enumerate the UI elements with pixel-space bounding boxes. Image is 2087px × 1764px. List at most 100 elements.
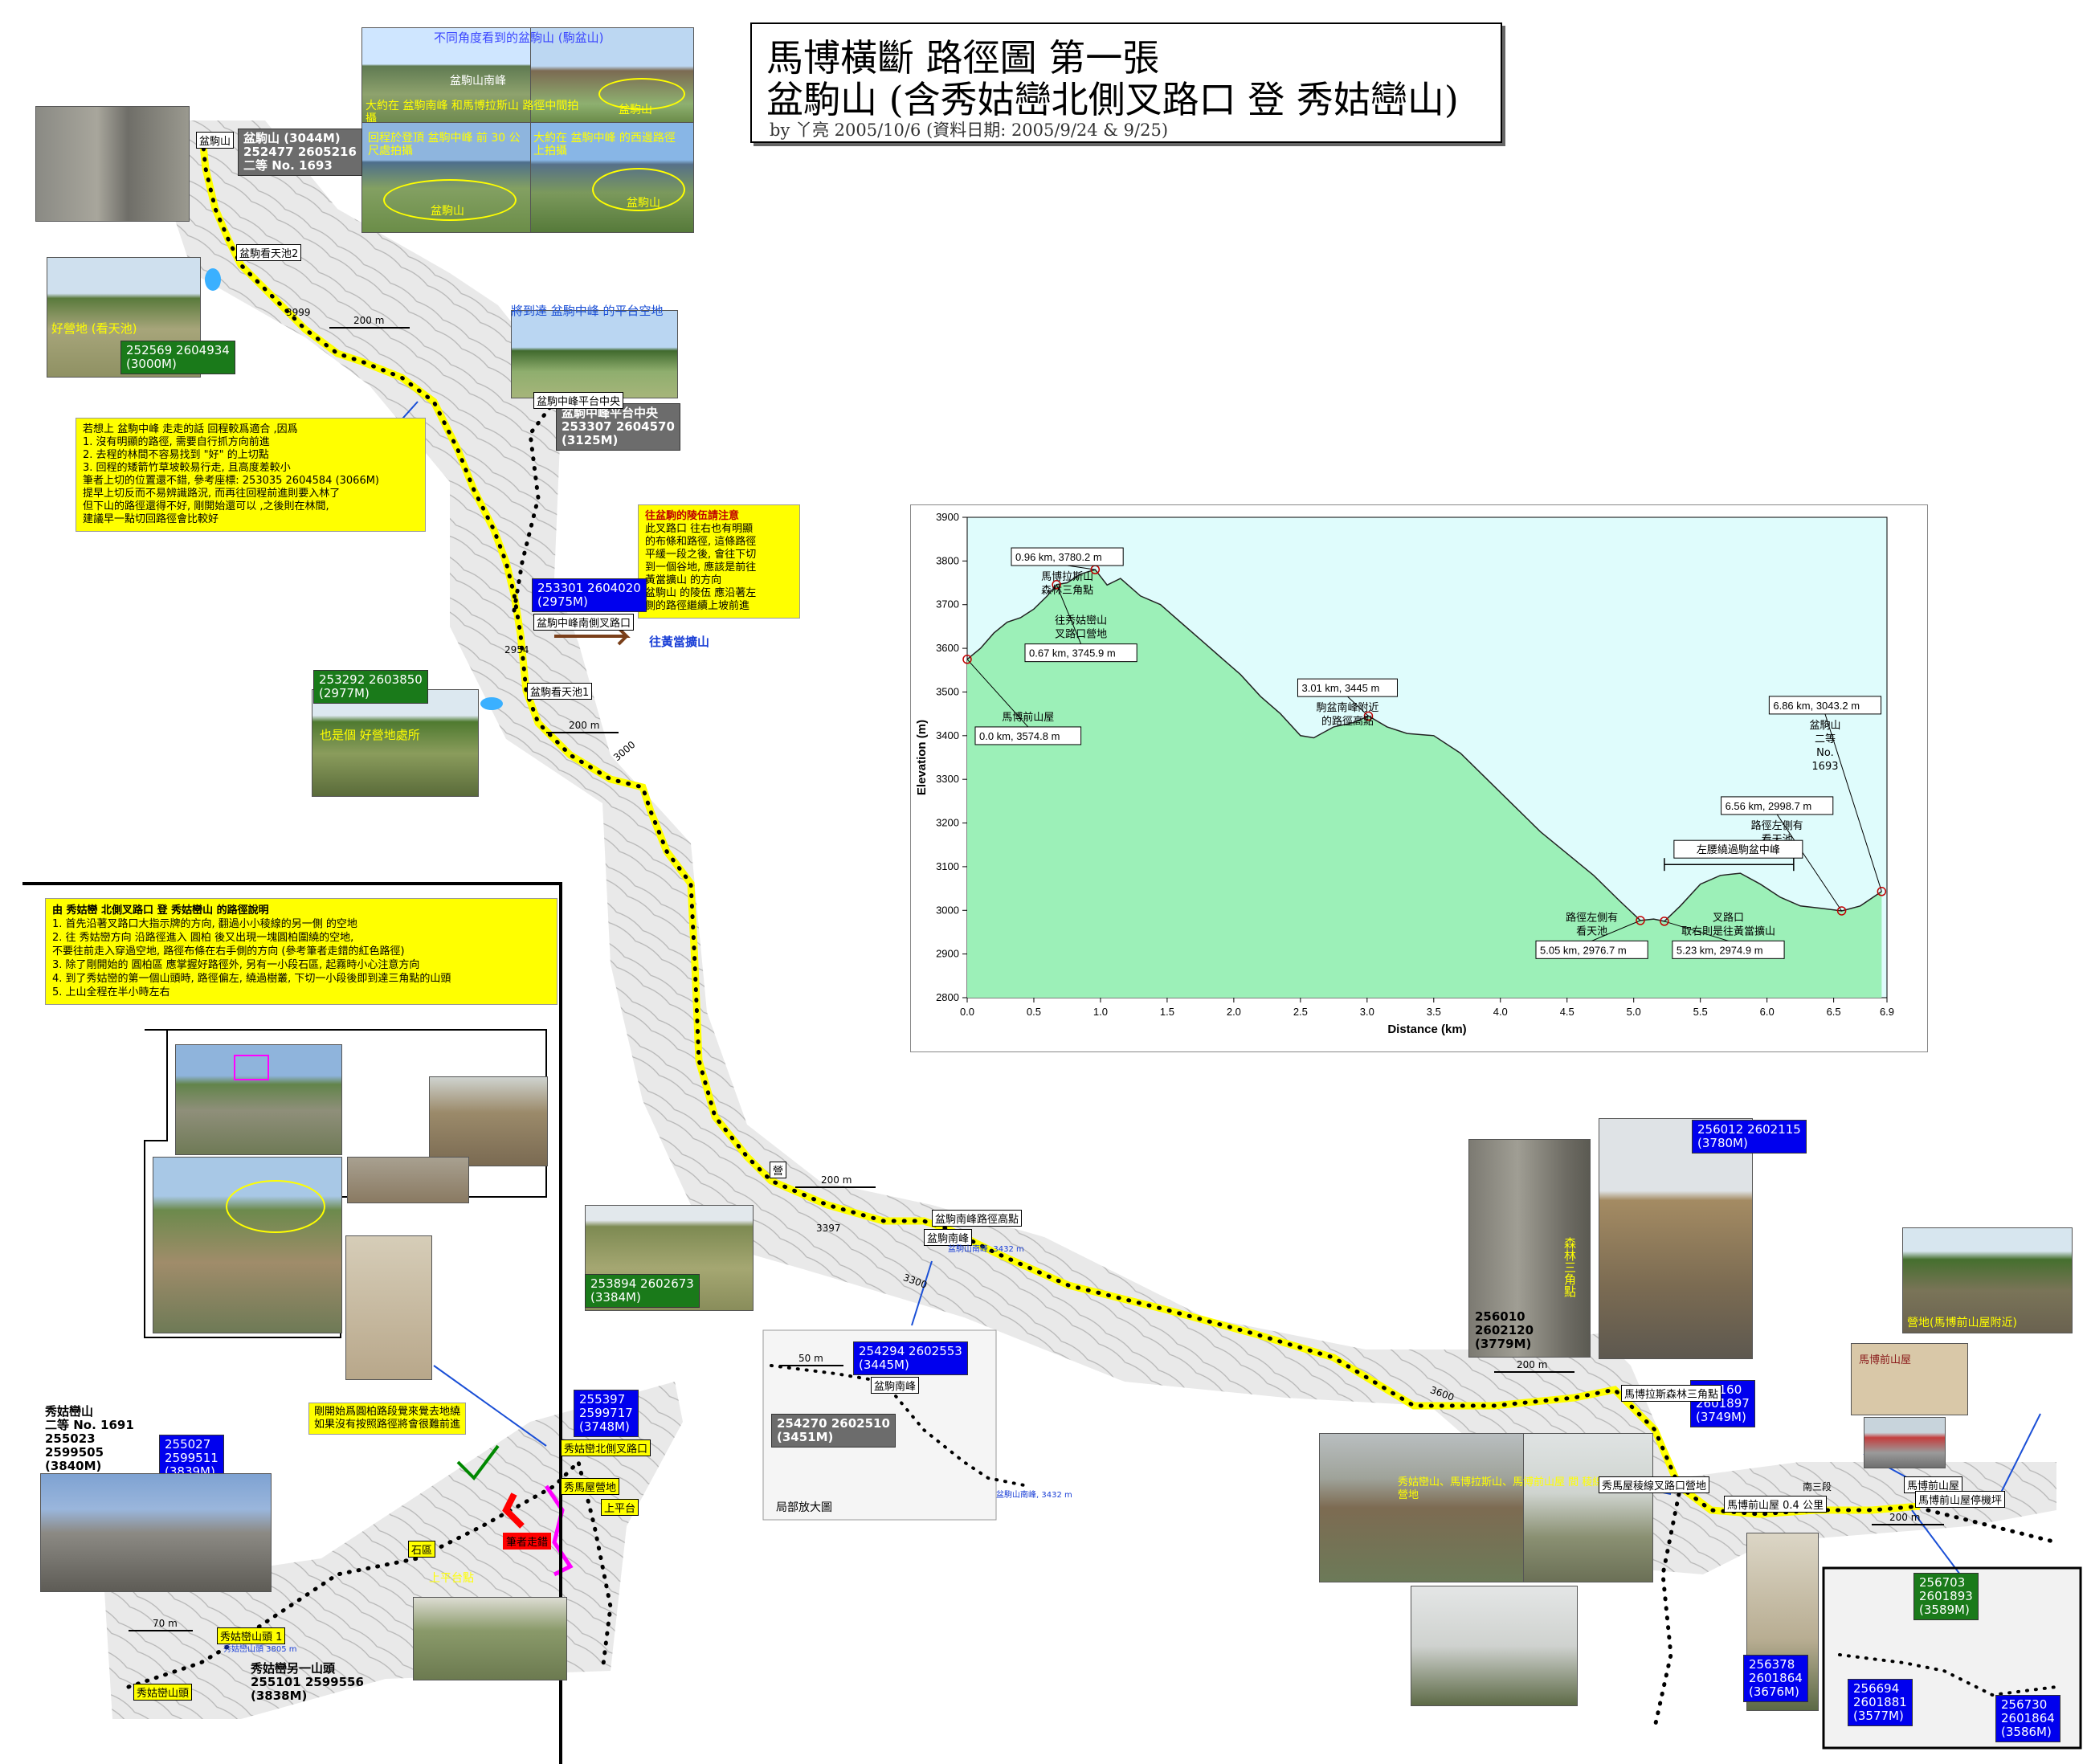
y-tick-label: 3000 (936, 904, 959, 916)
y-tick-label: 2900 (936, 948, 959, 960)
huangdang-arrow (554, 627, 631, 646)
annotation-marker (1052, 580, 1061, 590)
label-h3397: 3397 (816, 1223, 841, 1234)
camp-caption-3: 營地(馬博前山屋附近) (1907, 1317, 2017, 1329)
photo-label-pj-2: 盆駒山 (431, 205, 464, 218)
y-tick-label: 3600 (936, 642, 959, 654)
photo-triangle-stone (1468, 1139, 1591, 1358)
y-tick-label: 3700 (936, 598, 959, 610)
photo-cabin-sign (1851, 1343, 1968, 1415)
label-xg-north-fork: 秀姑巒北側叉路口 (561, 1439, 651, 1456)
label-h3999: 3999 (286, 307, 311, 318)
label-south-zoom: 盆駒南峰 (871, 1377, 920, 1394)
annotation-leader (1056, 584, 1082, 644)
label-fork-xg: 秀馬屋稜線叉路口營地 (1599, 1476, 1710, 1493)
label-nan-san: 南三段 (1803, 1481, 1832, 1492)
elevation-area (967, 570, 1882, 998)
label-xg-triangle: 秀姑巒山頭 (133, 1684, 193, 1701)
coord-south-peak: 254294 2602553(3445M) (853, 1341, 968, 1375)
photo-benchmark (35, 106, 190, 222)
platform-caption: 將到達 盆駒中峰 的平台空地 (511, 304, 664, 318)
photo-label-pj-3: 盆駒山 (627, 197, 660, 210)
pointer-line-5 (1911, 1509, 1961, 1575)
photo-camp-2 (312, 689, 479, 797)
y-tick-label: 3500 (936, 685, 959, 697)
x-tick-label: 6.0 (1760, 1006, 1775, 1018)
camp-caption-1: 好營地 (看天池) (51, 321, 137, 336)
annotation-note: 取右則是往黃當擴山 (1681, 925, 1775, 937)
annotation-note: 馬博拉斯山 (1041, 571, 1093, 583)
annotation-leader (1347, 696, 1369, 717)
annotation-leader (1067, 565, 1096, 570)
annotation-label: 3.01 km, 3445 m (1301, 682, 1379, 694)
highlight-ellipse (226, 1180, 325, 1233)
x-tick-label: 1.0 (1093, 1006, 1108, 1018)
annotation-note: 森林三角點 (1041, 585, 1093, 597)
label-xg-head-1: 秀姑巒山頭 1 (217, 1627, 286, 1644)
page-title: 馬博橫斷 路徑圖 第一張 (766, 36, 1160, 80)
y-tick-label: 3400 (936, 729, 959, 741)
y-axis-label: Elevation (m) (915, 720, 929, 795)
side-path-3 (1926, 1508, 2059, 1545)
x-tick-label: 2.0 (1227, 1006, 1241, 1018)
photo-xg-sign-3 (345, 1235, 432, 1380)
label-south-peak: 盆駒南峰 (924, 1229, 973, 1246)
annotation-label: 6.86 km, 3043.2 m (1773, 700, 1860, 712)
annotation-label: 0.67 km, 3745.9 m (1029, 647, 1116, 659)
map-corridor (161, 120, 2056, 1574)
annotation-box (1721, 796, 1834, 815)
label-cabin-04: 馬博前山屋 0.4 公里 (1724, 1496, 1827, 1513)
annotation-box (1535, 940, 1648, 959)
photo-mbl-sign (1599, 1118, 1753, 1359)
label-kantianchi-1: 盆駒看天池1 (527, 683, 593, 700)
label-kantianchi: 盆駒看天池2 (236, 244, 302, 261)
annotation-leader (966, 659, 1029, 728)
photo-xg-summit (40, 1473, 272, 1592)
highlight-box (234, 1055, 269, 1080)
annotation-marker (962, 655, 972, 664)
x-tick-label: 2.5 (1293, 1006, 1308, 1018)
annotation-note: 馬博前山屋 (1002, 711, 1054, 724)
label-mid-platform: 盆駒中峰平台中央 (533, 392, 624, 409)
label-fork: 盆駒中峰南側叉路口 (533, 614, 635, 631)
annotation-label: 5.23 km, 2974.9 m (1677, 944, 1763, 956)
x-tick-label: 0.0 (960, 1006, 974, 1018)
x-tick-label: 6.9 (1880, 1006, 1894, 1018)
gps-track (198, 137, 1921, 1518)
photo-xg-top (175, 1044, 342, 1155)
y-tick-label: 3900 (936, 511, 959, 523)
title-box: 馬博橫斷 路徑圖 第一張 盆駒山 (含秀姑巒北側叉路口 登 秀姑巒山) by 丫… (750, 22, 1502, 143)
photo-cabin (1864, 1417, 1946, 1468)
photo-xg-post (1411, 1586, 1578, 1706)
label-pj-summit: 盆駒山 (196, 132, 235, 149)
y-tick-label: 3200 (936, 817, 959, 829)
label-h3432: 盆駒山南峰, 3432 m (948, 1245, 1024, 1254)
annotation-box (1024, 643, 1137, 663)
x-tick-label: 0.5 (1027, 1006, 1041, 1018)
annotation-marker (1877, 887, 1887, 896)
x-tick-label: 5.5 (1693, 1006, 1708, 1018)
detour-label: 左腰繞過駒盆中峰 (1697, 844, 1780, 856)
label-south-high: 盆駒南峰路徑高點 (932, 1210, 1023, 1227)
label-h2954: 2954 (504, 644, 529, 655)
annotation-marker (1636, 916, 1645, 925)
annotation-leader (1591, 920, 1641, 941)
side-path-2 (1652, 1492, 1681, 1729)
annotation-note: 二等 (1815, 733, 1836, 745)
annotation-note: No. (1816, 747, 1834, 759)
photo-xg-sign-1 (429, 1076, 548, 1166)
note-xg-warn: 剛開始爲圓柏路段覺來覺去地繞如果沒有按照路徑將會很難前進 (308, 1403, 467, 1435)
label-south-zoom-h: 盆駒山南峰, 3432 m (996, 1491, 1072, 1500)
pointer-line-2 (911, 1260, 933, 1326)
coord-south-low: 253894 2602673(3384M) (585, 1274, 700, 1308)
coord-fork: 253301 2604020(2975M) (532, 578, 647, 612)
page-subtitle: 盆駒山 (含秀姑巒北側叉路口 登 秀姑巒山) (766, 78, 1459, 121)
label-scale-200-e: 200 m (1889, 1512, 1921, 1523)
forest-triangle-caption: 森林三角點 (1562, 1237, 1577, 1297)
